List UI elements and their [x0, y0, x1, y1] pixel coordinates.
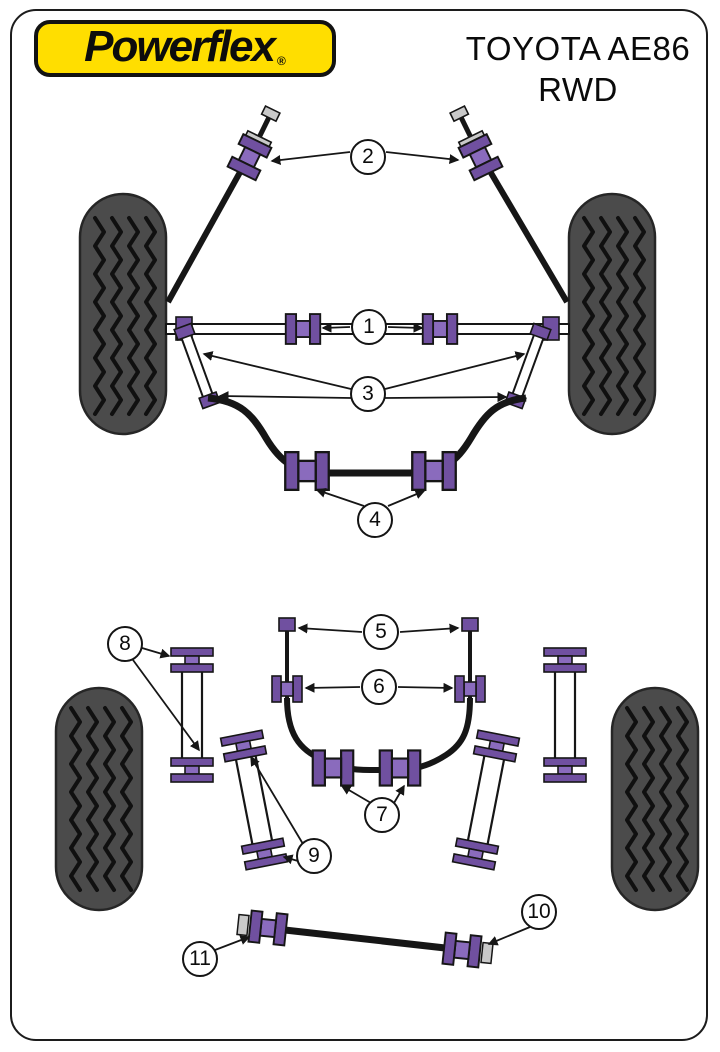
callout-11: 11	[182, 941, 218, 977]
rear-right-outer-trailing-arm	[544, 648, 586, 782]
callout-7: 7	[364, 797, 400, 833]
panhard-rod-bushing-left	[247, 909, 289, 947]
registered-trademark-symbol: ®	[277, 54, 286, 68]
page-border-frame	[10, 9, 708, 1041]
front-left-top-mount-bushing	[228, 103, 287, 180]
front-left-tire	[78, 192, 168, 436]
callout-2: 2	[350, 139, 386, 175]
front-right-tire	[567, 192, 657, 436]
callout-1: 1	[351, 309, 387, 345]
panhard-rod-bushing-right	[441, 931, 483, 969]
steering-rack-mount-bushing-right	[421, 313, 459, 345]
rear-left-outer-trailing-arm	[171, 648, 213, 782]
panhard-rod	[236, 909, 494, 969]
rear-drop-link-top-bushing-right	[461, 617, 479, 632]
callout-6: 6	[361, 669, 397, 705]
rear-arb-bushing-left	[311, 749, 355, 787]
rear-left-tire	[54, 686, 144, 912]
front-arb-bushing-left	[284, 450, 330, 492]
rear-suspension-diagram	[54, 617, 700, 969]
callout-5: 5	[363, 614, 399, 650]
front-right-top-mount-bushing	[443, 103, 502, 180]
callout-arrows	[132, 151, 531, 951]
rear-arb-drop-links	[271, 617, 486, 703]
drivetrain-label: RWD	[538, 71, 618, 108]
brand-name: Powerflex	[84, 22, 276, 71]
rear-arb-bushing-right	[378, 749, 422, 787]
steering-rack-mount-bushing-left	[284, 313, 322, 345]
rear-drop-link-top-bushing-left	[278, 617, 296, 632]
rear-anti-roll-bar	[284, 697, 473, 773]
callout-10: 10	[521, 894, 557, 930]
callout-4: 4	[357, 502, 393, 538]
front-anti-roll-bar	[207, 394, 527, 477]
front-right-strut	[478, 154, 570, 304]
vehicle-name: TOYOTA AE86	[465, 30, 691, 67]
callout-8: 8	[107, 626, 143, 662]
vehicle-title: TOYOTA AE86 RWD	[448, 28, 708, 110]
front-left-strut	[165, 154, 252, 304]
front-right-end-link	[504, 322, 552, 410]
front-arb-bushing-right	[411, 450, 457, 492]
powerflex-logo: Powerflex ®	[34, 20, 336, 77]
rear-right-tire	[610, 686, 700, 912]
callout-3: 3	[350, 376, 386, 412]
rear-right-inner-trailing-arm	[453, 730, 520, 870]
callout-9: 9	[296, 838, 332, 874]
